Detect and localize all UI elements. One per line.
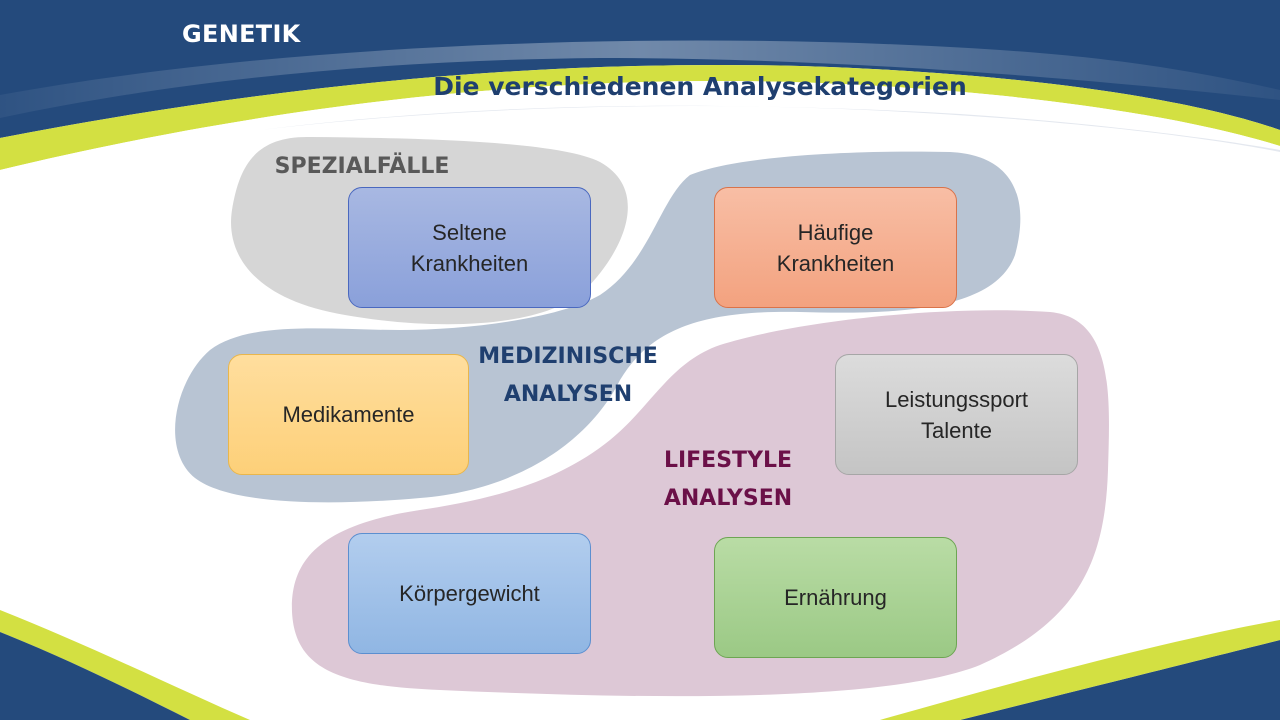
region-label-medizinische-line2: ANALYSEN xyxy=(503,382,633,407)
box-leistungssport-talente: Leistungssport Talente xyxy=(835,354,1078,475)
region-label-medizinische: MEDIZINISCHE ANALYSEN xyxy=(448,338,688,414)
box-leistungssport-line1: Leistungssport xyxy=(884,386,1029,412)
box-seltene-line2: Krankheiten xyxy=(410,250,529,276)
box-ernaehrung: Ernährung xyxy=(714,537,957,658)
header-blue-band xyxy=(0,0,1280,138)
region-label-lifestyle-line1: LIFESTYLE xyxy=(663,448,793,473)
header-yellow-swoosh xyxy=(0,64,1280,170)
region-label-lifestyle: LIFESTYLE ANALYSEN xyxy=(618,442,838,518)
box-medikamente: Medikamente xyxy=(228,354,469,475)
box-haeufige-line2: Krankheiten xyxy=(776,250,895,276)
box-haeufige-line1: Häufige xyxy=(797,219,874,245)
footer-yellow-swoosh-right xyxy=(880,620,1280,720)
box-haeufige-krankheiten: Häufige Krankheiten xyxy=(714,187,957,308)
header-inner-white xyxy=(0,81,1280,190)
footer-yellow-swoosh xyxy=(0,610,250,720)
region-label-lifestyle-line2: ANALYSEN xyxy=(663,486,793,511)
box-seltene-krankheiten: Seltene Krankheiten xyxy=(348,187,591,308)
box-leistungssport-line2: Talente xyxy=(921,417,992,443)
box-seltene-line1: Seltene xyxy=(432,219,507,245)
slide-title: Die verschiedenen Analysekategorien xyxy=(433,72,967,101)
header-label: GENETIK xyxy=(182,20,301,48)
box-medikamente-line1: Medikamente xyxy=(282,402,415,427)
footer-blue-band xyxy=(0,632,190,720)
region-label-spezialfaelle: SPEZIALFÄLLE xyxy=(262,148,462,186)
footer-blue-band-right xyxy=(960,640,1280,720)
header-sheen xyxy=(0,40,1280,118)
region-label-medizinische-line1: MEDIZINISCHE xyxy=(478,344,658,369)
box-koerpergewicht: Körpergewicht xyxy=(348,533,591,654)
box-koerpergewicht-line1: Körpergewicht xyxy=(399,581,540,606)
box-ernaehrung-line1: Ernährung xyxy=(784,585,887,610)
region-label-spezialfaelle-text: SPEZIALFÄLLE xyxy=(274,154,450,179)
